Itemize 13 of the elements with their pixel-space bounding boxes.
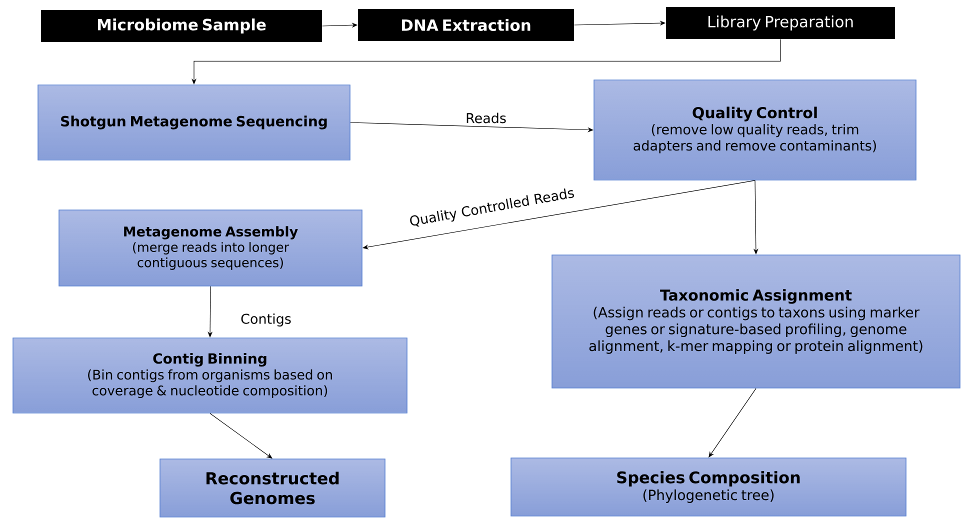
edge-label: Quality Controlled Reads [407,186,577,230]
process-box: Reconstructed Genomes [160,458,386,518]
process-box: Metagenome Assembly (merge reads into longer contiguous sequences) [58,210,362,286]
process-box: Taxonomic Assignment (Assign reads or contigs to taxons using marker genes or signature-based profiling, genome alignment, k-mer mapping or protein alignment) [552,254,960,388]
process-box: Contig Binning (Bin contigs from organisms based on coverage & nucleotide composition) [12,338,408,414]
step-box: DNA Extraction [358,9,574,41]
edge-label: Reads [464,112,508,124]
step-box: Microbiome Sample [41,10,322,42]
edge-label: Contigs [240,312,292,328]
process-box: Species Composition (Phylogenetic tree) [510,458,906,516]
process-box: Shotgun Metagenome Sequencing [38,84,350,160]
process-box: Quality Control (remove low quality reads, trim adapters and remove contaminants) [594,80,916,180]
step-box: Library Preparation [666,7,895,39]
